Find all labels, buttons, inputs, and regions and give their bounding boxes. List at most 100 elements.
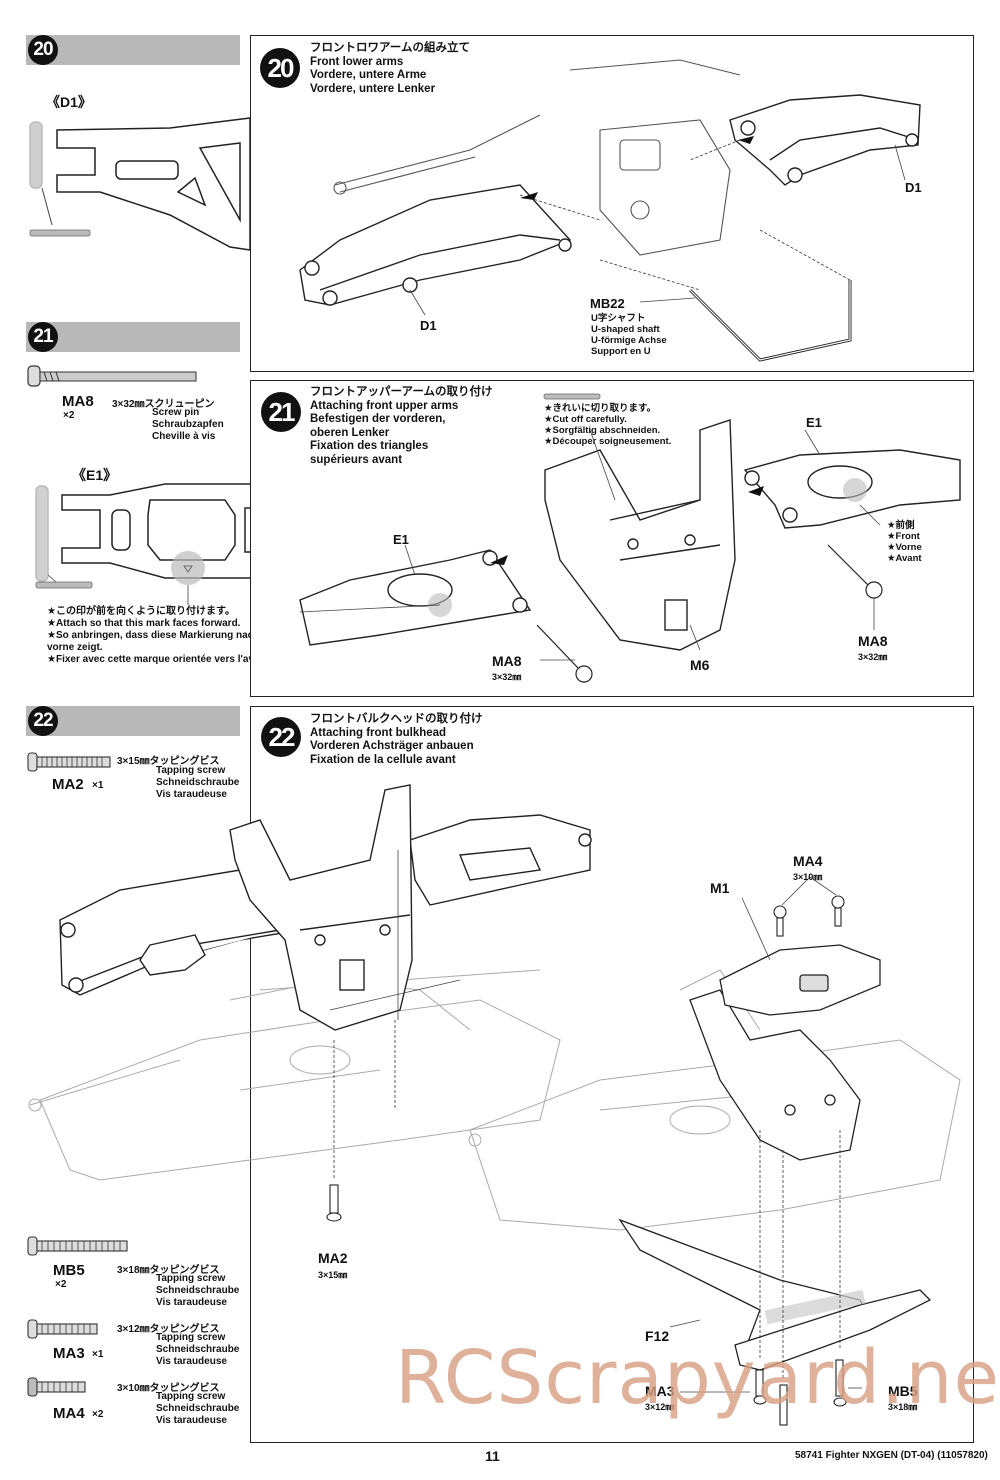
step-22-title-ja: フロントバルクヘッドの取り付け xyxy=(310,713,483,725)
step-21-title-fr2: supérieurs avant xyxy=(310,453,403,466)
screw-mb5-desc-fr: Vis taraudeuse xyxy=(156,1297,227,1308)
step-20-panel xyxy=(250,35,974,372)
step-22-label-ma2: MA2 xyxy=(318,1250,348,1266)
step-20-title-de2: Vordere, untere Lenker xyxy=(310,82,436,95)
step-22-title-en: Attaching front bulkhead xyxy=(310,726,447,739)
screw-ma3-code: MA3 xyxy=(53,1345,85,1362)
step-22-label-mb5: MB5 xyxy=(888,1383,918,1399)
screw-ma4-size: 3×10㎜タッピングビス xyxy=(117,1383,220,1394)
model-footer: 58741 Fighter NXGEN (DT-04) (11057820) xyxy=(795,1450,988,1461)
step-22-label-ma4-size: 3×10㎜ xyxy=(793,872,823,882)
step-22-number-badge: 22 xyxy=(28,706,58,736)
step-21-title-de2: oberen Lenker xyxy=(310,426,390,439)
step-20-number-badge: 20 xyxy=(28,35,58,65)
step-21-title-de1: Befestigen der vorderen, xyxy=(310,413,446,425)
screw-mb5-desc-de: Schneidschraube xyxy=(156,1285,240,1296)
step-21-sidebar-screw-desc: Screw pin Schraubzapfen Cheville à vis xyxy=(152,407,224,443)
screw-ma3-desc-de: Schneidschraube xyxy=(156,1344,240,1355)
screw-mb5-size: 3×18㎜タッピングビス xyxy=(117,1265,220,1276)
step-21-label-e1-right: E1 xyxy=(806,415,822,430)
step-22-label-ma3-size: 3×12㎜ xyxy=(645,1402,675,1412)
screw-ma4-qty: ×2 xyxy=(92,1409,104,1420)
step-20-title-de1: Vordere, untere Arme xyxy=(310,69,427,81)
front-note-en: ★Front xyxy=(887,531,920,542)
step-22-label-mb5-size: 3×18㎜ xyxy=(888,1402,918,1412)
step-21-label-ma8-right: MA8 xyxy=(858,633,888,649)
step-21-header-bar xyxy=(26,322,240,352)
cut-note-en: ★Cut off carefully. xyxy=(544,414,627,425)
page-number: 11 xyxy=(485,1448,500,1464)
screw-ma4-desc: Tapping screw Schneidschraube Vis taraud… xyxy=(156,1391,239,1427)
screw-pin-desc-de: Schraubzapfen xyxy=(152,419,224,430)
step-21-label-e1-left: E1 xyxy=(393,532,409,547)
front-note-ja: ★前側 xyxy=(887,520,915,531)
screw-ma3-desc: Tapping screw Schneidschraube Vis taraud… xyxy=(156,1332,239,1368)
orientation-note-de2: vorne zeigt. xyxy=(47,642,103,653)
step-21-titles: フロントアッパーアームの取り付け Attaching front upper a… xyxy=(310,386,493,467)
orientation-note-fr: ★Fixer avec cette marque orientée vers l… xyxy=(47,654,272,665)
step-20-mb22-desc: U字シャフト U-shaped shaft U-förmige Achse Su… xyxy=(591,313,667,357)
step-22-label-ma4: MA4 xyxy=(793,853,823,869)
mb22-desc-ja: U字シャフト xyxy=(591,313,646,324)
step-22-label-f12: F12 xyxy=(645,1328,670,1344)
step-20-big-number: 20 xyxy=(260,48,300,88)
cut-note-ja: ★きれいに切り取ります。 xyxy=(544,403,657,414)
step-21-label-ma8-left-size: 3×32㎜ xyxy=(492,672,522,682)
step-22-label-ma2-size: 3×15㎜ xyxy=(318,1270,348,1280)
screw-ma2-qty: ×1 xyxy=(92,780,104,791)
step-22-label-m1: M1 xyxy=(710,880,730,896)
cut-note-fr: ★Découper soigneusement. xyxy=(544,436,672,447)
screw-ma2-desc-en: Tapping screw xyxy=(156,765,226,776)
step-21-title-en: Attaching front upper arms xyxy=(310,399,459,412)
step-21-number-badge: 21 xyxy=(28,322,58,352)
screw-pin-desc-fr: Cheville à vis xyxy=(152,431,216,442)
cut-note-de: ★Sorgfältig abschneiden. xyxy=(544,425,661,436)
step-21-label-ma8-left: MA8 xyxy=(492,653,522,669)
screw-ma4-desc-fr: Vis taraudeuse xyxy=(156,1415,227,1426)
screw-ma2-desc: Tapping screw Schneidschraube Vis taraud… xyxy=(156,765,239,801)
screw-pin-desc-en: Screw pin xyxy=(152,407,200,418)
step-21-sidebar-screw-code: MA8 xyxy=(62,393,94,410)
step-22-label-ma3: MA3 xyxy=(645,1383,675,1399)
screw-ma4-desc-en: Tapping screw xyxy=(156,1391,226,1402)
step-20-part-label-d1: 《D1》 xyxy=(46,94,92,110)
step-20-title-ja: フロントロワアームの組み立て xyxy=(310,42,470,54)
mb22-desc-en: U-shaped shaft xyxy=(591,324,660,335)
step-20-titles: フロントロワアームの組み立て Front lower arms Vordere,… xyxy=(310,42,470,96)
step-21-orientation-notes: ★この印が前を向くように取り付けます。 ★Attach so that this… xyxy=(47,606,272,666)
step-21-title-ja: フロントアッパーアームの取り付け xyxy=(310,386,493,398)
step-20-label-d1-left: D1 xyxy=(420,318,437,333)
screw-mb5-desc-en: Tapping screw xyxy=(156,1273,226,1284)
step-21-big-number: 21 xyxy=(261,392,301,432)
step-20-title-en: Front lower arms xyxy=(310,55,404,68)
screw-ma3-size: 3×12㎜タッピングビス xyxy=(117,1324,220,1335)
mb22-desc-de: U-förmige Achse xyxy=(591,335,667,346)
step-21-cut-notes: ★きれいに切り取ります。 ★Cut off carefully. ★Sorgfä… xyxy=(544,403,671,447)
watermark: RCScrapyard.net xyxy=(395,1335,1000,1421)
step-21-label-ma8-right-size: 3×32㎜ xyxy=(858,652,888,662)
front-note-fr: ★Avant xyxy=(887,553,922,564)
step-22-title-de: Vorderen Achsträger anbauen xyxy=(310,740,474,752)
screw-mb5-code: MB5 xyxy=(53,1262,85,1279)
step-22-title-fr: Fixation de la cellule avant xyxy=(310,753,456,766)
orientation-note-de1: ★So anbringen, dass diese Markierung nac… xyxy=(47,630,260,641)
screw-ma2-size: 3×15㎜タッピングビス xyxy=(117,756,220,767)
step-21-sidebar-screw-size: 3×32㎜スクリューピン xyxy=(112,399,215,410)
front-note-de: ★Vorne xyxy=(887,542,922,553)
screw-ma3-desc-en: Tapping screw xyxy=(156,1332,226,1343)
screw-ma3-desc-fr: Vis taraudeuse xyxy=(156,1356,227,1367)
orientation-note-ja: ★この印が前を向くように取り付けます。 xyxy=(47,606,235,617)
step-21-title-fr1: Fixation des triangles xyxy=(310,440,429,452)
step-22-big-number: 22 xyxy=(261,717,301,757)
step-22-header-bar xyxy=(26,706,240,736)
step-20-label-d1-right: D1 xyxy=(905,180,922,195)
screw-ma2-desc-de: Schneidschraube xyxy=(156,777,240,788)
screw-ma2-desc-fr: Vis taraudeuse xyxy=(156,789,227,800)
screw-ma2-code: MA2 xyxy=(52,776,84,793)
step-20-header-bar xyxy=(26,35,240,65)
